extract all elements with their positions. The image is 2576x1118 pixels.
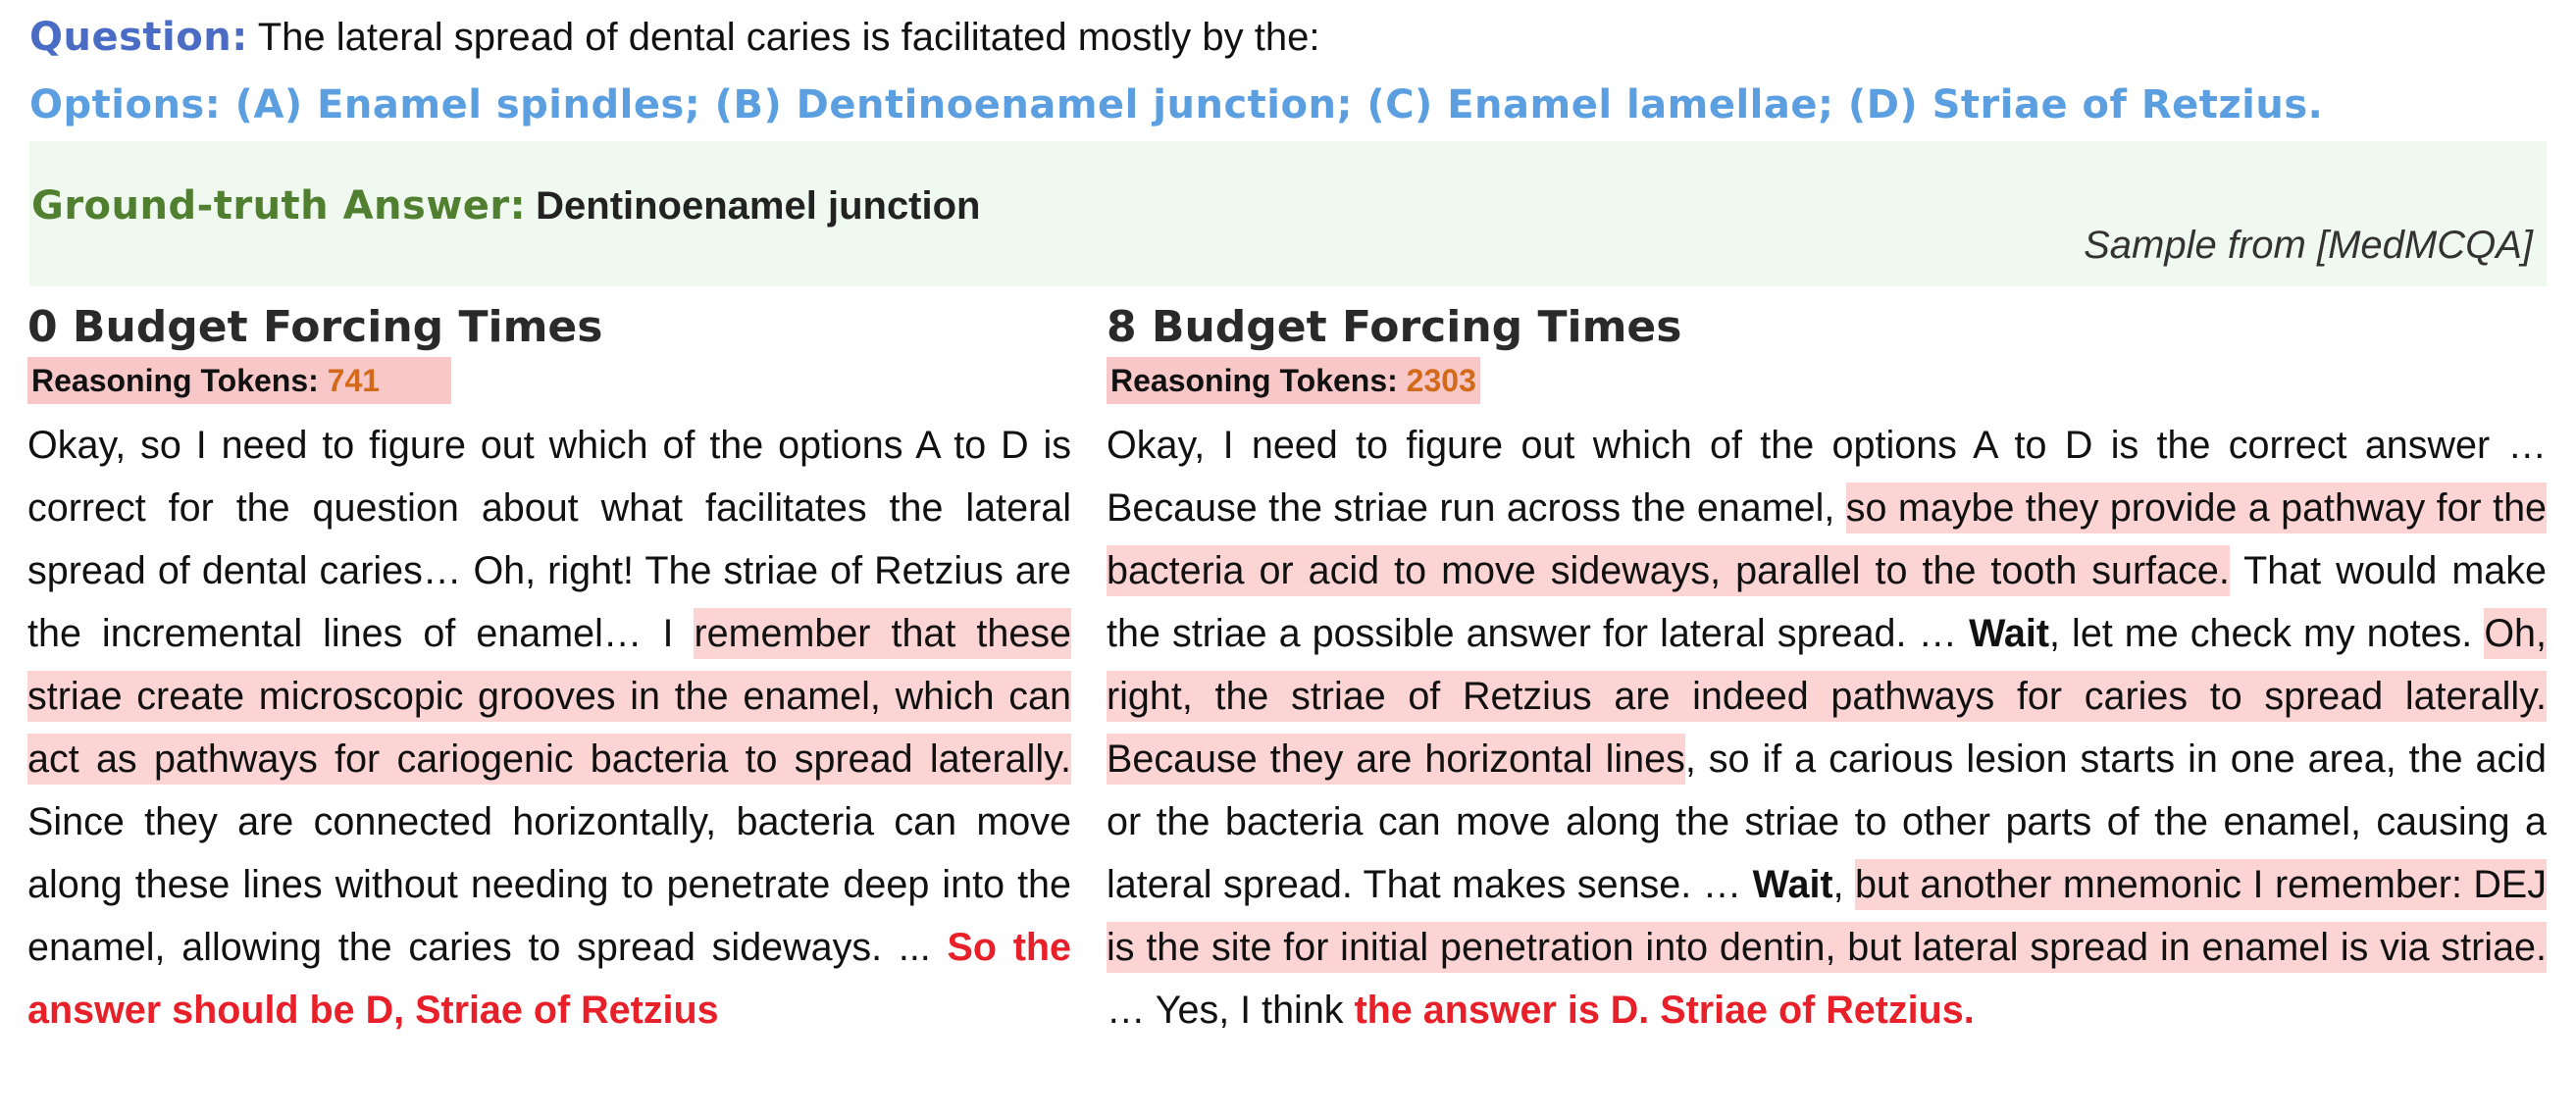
left-final-answer: So the answer should be D, Striae of Ret… [27, 926, 1071, 1032]
left-text-part-1: Okay, so I need to figure out which of t… [27, 424, 1071, 655]
right-wait-2: Wait [1752, 863, 1833, 906]
right-text-part-6: … Yes, I think [1107, 989, 1355, 1032]
right-reasoning-text: Okay, I need to figure out which of the … [1107, 414, 2548, 1042]
right-tokens-label: Reasoning Tokens: [1110, 363, 1398, 398]
right-text-part-4: , so if a carious lesion starts in one a… [1107, 737, 2547, 906]
ground-truth-label: Ground-truth Answer: [31, 183, 527, 229]
left-heading: 0 Budget Forcing Times [27, 302, 603, 352]
left-reasoning-tokens: Reasoning Tokens: 741 [27, 357, 451, 404]
ground-truth-panel: Ground-truth Answer:Dentinoenamel juncti… [29, 141, 2547, 286]
right-column: 8 Budget Forcing Times Reasoning Tokens:… [1107, 298, 2548, 1042]
left-reasoning-text: Okay, so I need to figure out which of t… [27, 414, 1072, 1042]
right-text-part-3: , let me check my notes. [2049, 612, 2485, 655]
sample-source: Sample from [MedMCQA] [2084, 224, 2533, 267]
left-tokens-label: Reasoning Tokens: [31, 363, 319, 398]
right-text-part-1: Okay, I need to figure out which of the … [1107, 424, 2547, 530]
right-final-answer: the answer is D. Striae of Retzius. [1354, 989, 1975, 1032]
right-text-part-5: , [1832, 863, 1856, 906]
left-tokens-value: 741 [327, 363, 381, 398]
left-text-part-2: Since they are connected horizontally, b… [27, 800, 1071, 969]
right-text-part-2: That would make the striae a possible an… [1107, 549, 2547, 655]
right-wait-1: Wait [1969, 612, 2050, 655]
left-column: 0 Budget Forcing Times Reasoning Tokens:… [27, 298, 1072, 1042]
question-line: Question:The lateral spread of dental ca… [29, 6, 1319, 69]
right-heading: 8 Budget Forcing Times [1107, 302, 1682, 352]
right-tokens-value: 2303 [1406, 363, 1476, 398]
right-reasoning-tokens: Reasoning Tokens: 2303 [1107, 357, 1480, 404]
ground-truth-answer: Dentinoenamel junction [536, 184, 981, 228]
question-label: Question: [29, 15, 248, 60]
ground-truth-line: Ground-truth Answer:Dentinoenamel juncti… [31, 177, 980, 235]
options-line: Options: (A) Enamel spindles; (B) Dentin… [29, 82, 2324, 127]
question-text: The lateral spread of dental caries is f… [257, 16, 1320, 59]
